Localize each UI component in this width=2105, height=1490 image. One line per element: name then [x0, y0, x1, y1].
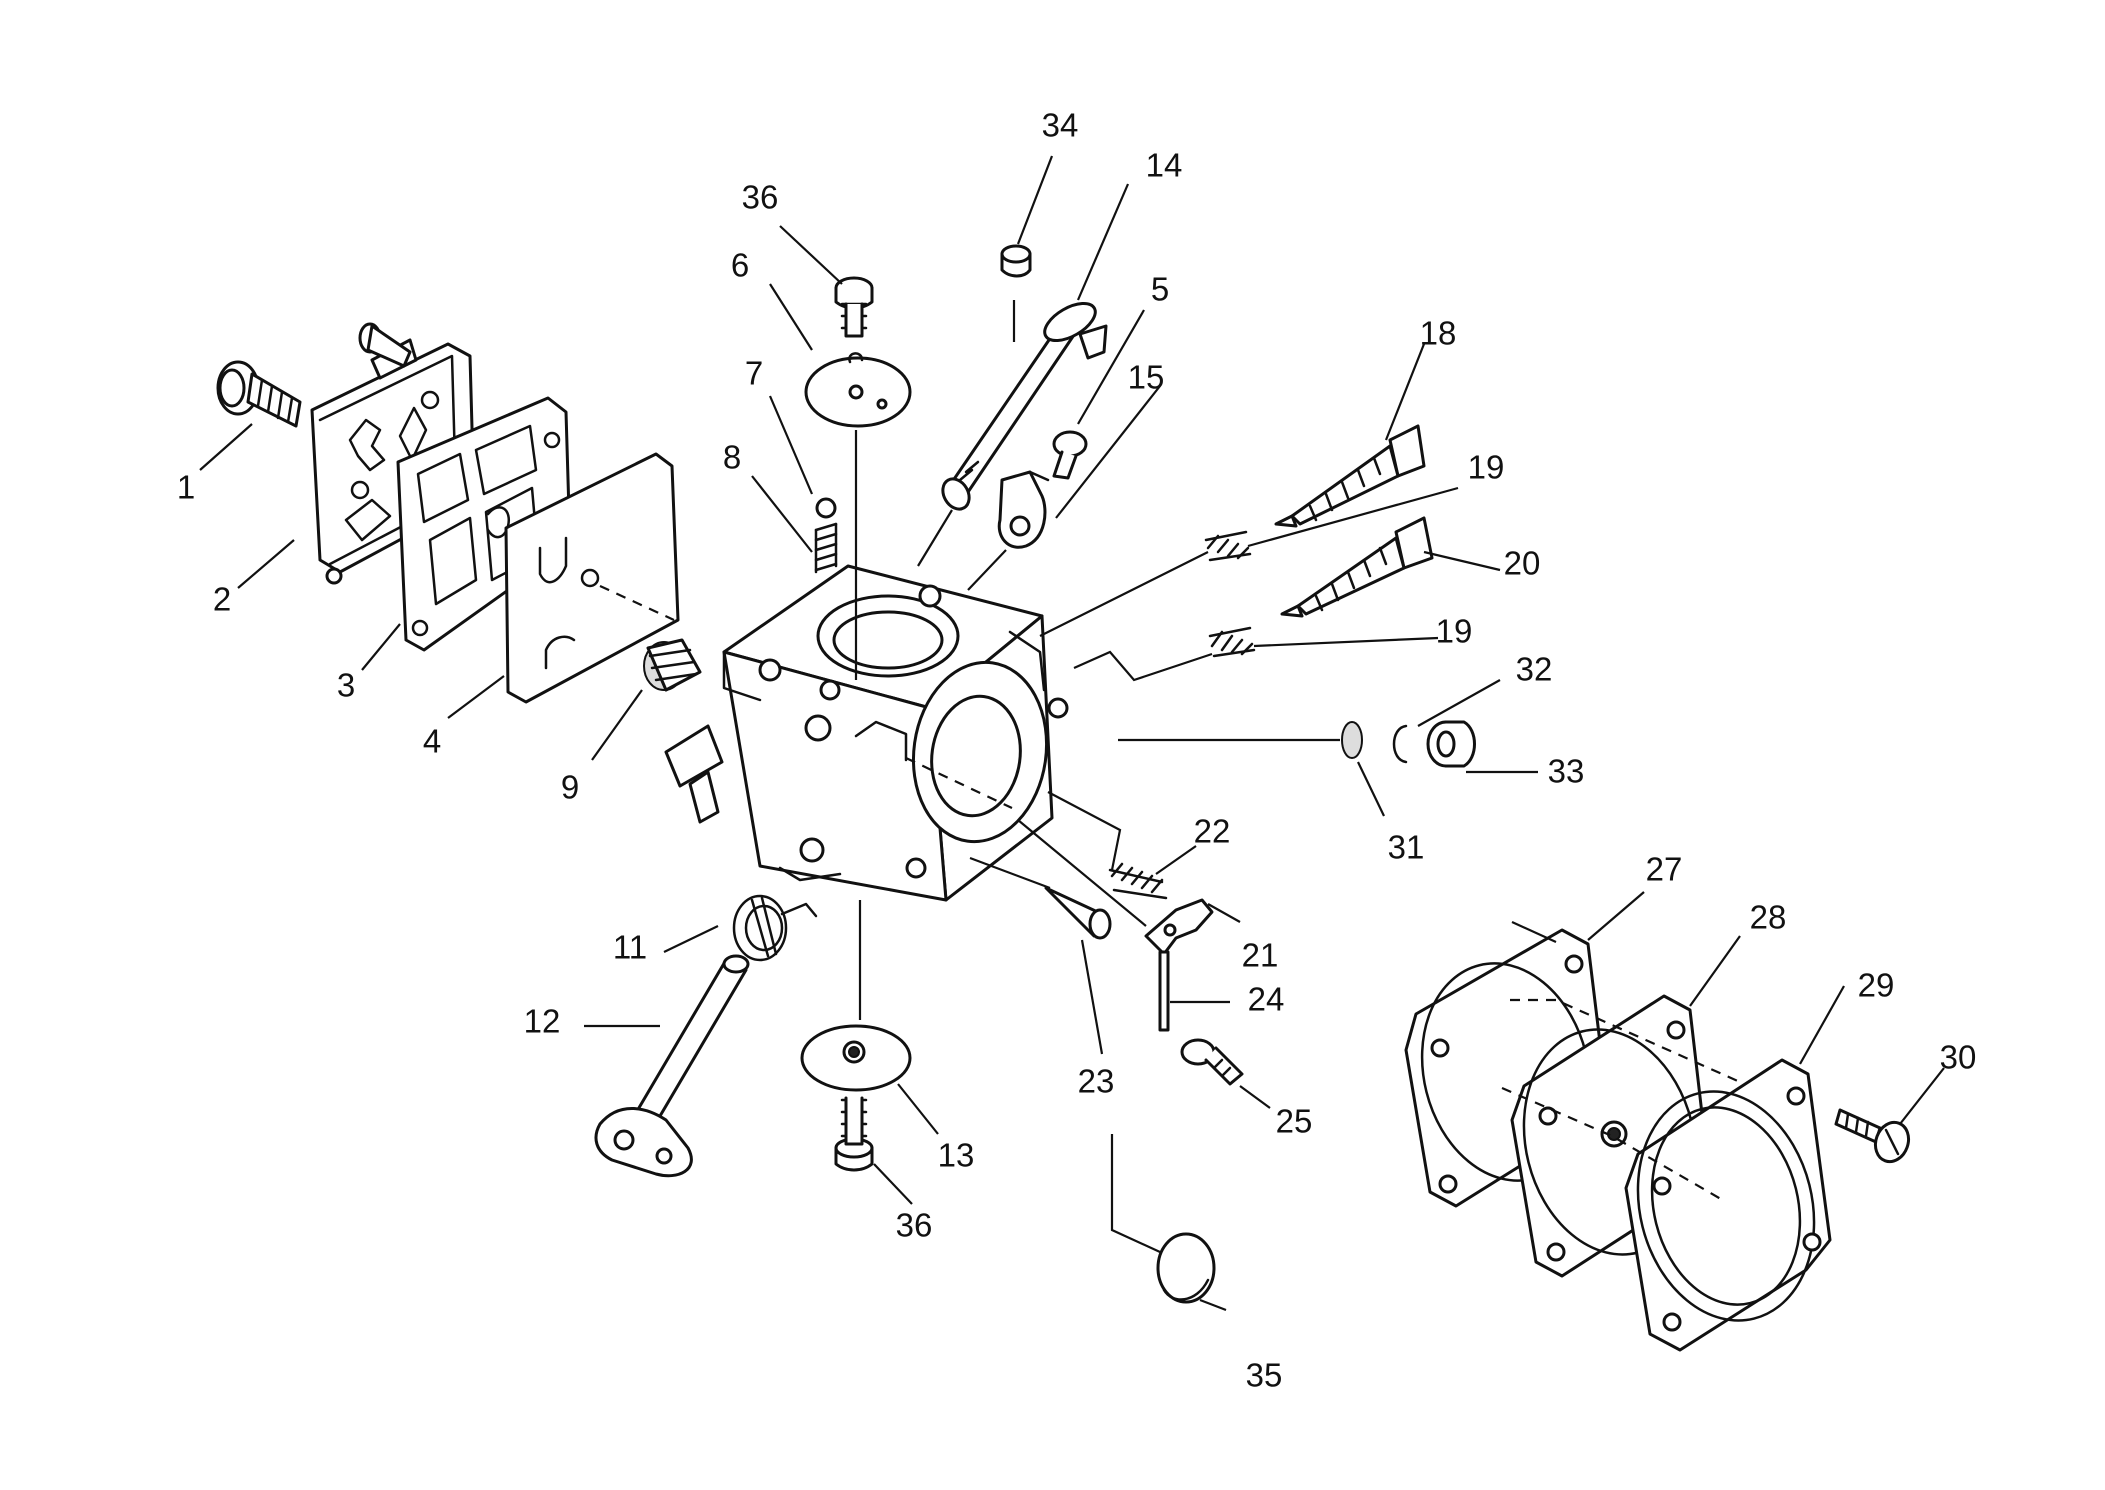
part-6-disc	[804, 352, 912, 428]
callout-31: 31	[1388, 829, 1425, 866]
callout-21: 21	[1242, 937, 1279, 974]
part-19-spring-upper	[1204, 530, 1252, 562]
callout-19-upper: 19	[1468, 449, 1505, 486]
callout-25: 25	[1276, 1103, 1313, 1140]
callout-28: 28	[1750, 899, 1787, 936]
part-15-lever	[997, 470, 1050, 549]
part-18-adjust-needle	[1274, 424, 1426, 528]
callout-18: 18	[1420, 315, 1457, 352]
callout-15: 15	[1128, 359, 1165, 396]
part-4-diaphragm	[504, 452, 680, 704]
callout-22: 22	[1194, 813, 1231, 850]
part-1-screw	[216, 360, 302, 428]
callout-24: 24	[1248, 981, 1285, 1018]
part-32-clip	[1392, 724, 1408, 764]
callout-9: 9	[561, 769, 579, 806]
callout-32: 32	[1516, 651, 1553, 688]
part-9-filter-screen	[643, 638, 702, 692]
callout-36-bottom: 36	[896, 1207, 933, 1244]
callout-29: 29	[1858, 967, 1895, 1004]
callout-3: 3	[337, 667, 355, 704]
callout-34: 34	[1042, 107, 1079, 144]
callout-36-top: 36	[742, 179, 779, 216]
part-12-throttle-shaft	[594, 954, 750, 1178]
callout-27: 27	[1646, 851, 1683, 888]
leader-lines	[199, 155, 1945, 1312]
callout-20: 20	[1504, 545, 1541, 582]
callout-12: 12	[524, 1003, 561, 1040]
part-13-disc	[800, 1024, 912, 1092]
callout-13: 13	[938, 1137, 975, 1174]
callout-1: 1	[177, 469, 195, 506]
callout-30: 30	[1940, 1039, 1977, 1076]
callout-5: 5	[1151, 271, 1169, 308]
part-7-ball	[815, 497, 837, 519]
part-30-screw	[1834, 1108, 1911, 1164]
callout-2: 2	[213, 581, 231, 618]
callout-labels: 1 2 3 4 5 6 7 8 9 11 12 13 14 15 18 19 1…	[177, 107, 1977, 1394]
callout-8: 8	[723, 439, 741, 476]
callout-33: 33	[1548, 753, 1585, 790]
part-14-choke-shaft	[941, 301, 1108, 511]
part-11-spring	[732, 894, 818, 962]
part-23-inlet-needle	[1044, 886, 1112, 940]
callout-6: 6	[731, 247, 749, 284]
part-8-spring	[814, 522, 838, 574]
callout-23: 23	[1078, 1063, 1115, 1100]
part-24-pin	[1158, 950, 1170, 1032]
part-21-lever	[1144, 898, 1214, 956]
callout-19-lower: 19	[1436, 613, 1473, 650]
part-31-screen	[1341, 721, 1363, 759]
callout-7: 7	[745, 355, 763, 392]
part-19-spring-lower	[1208, 626, 1256, 658]
part-20-adjust-needle	[1280, 516, 1434, 618]
part-33-bushing	[1426, 720, 1476, 768]
part-5-screw	[1052, 430, 1088, 480]
callout-4: 4	[423, 723, 441, 760]
part-25-screw	[1180, 1038, 1244, 1086]
part-34-plug	[1000, 244, 1032, 278]
callout-14: 14	[1146, 147, 1183, 184]
part-36-top-screw	[834, 276, 874, 338]
part-22-spring	[1108, 862, 1168, 900]
part-36-bottom-screw	[834, 1096, 874, 1172]
carburetor-body	[664, 564, 1069, 902]
part-35-plug	[1156, 1232, 1216, 1304]
part-29-cover	[1624, 1058, 1832, 1352]
callout-35: 35	[1246, 1357, 1283, 1394]
callout-11: 11	[613, 929, 647, 966]
